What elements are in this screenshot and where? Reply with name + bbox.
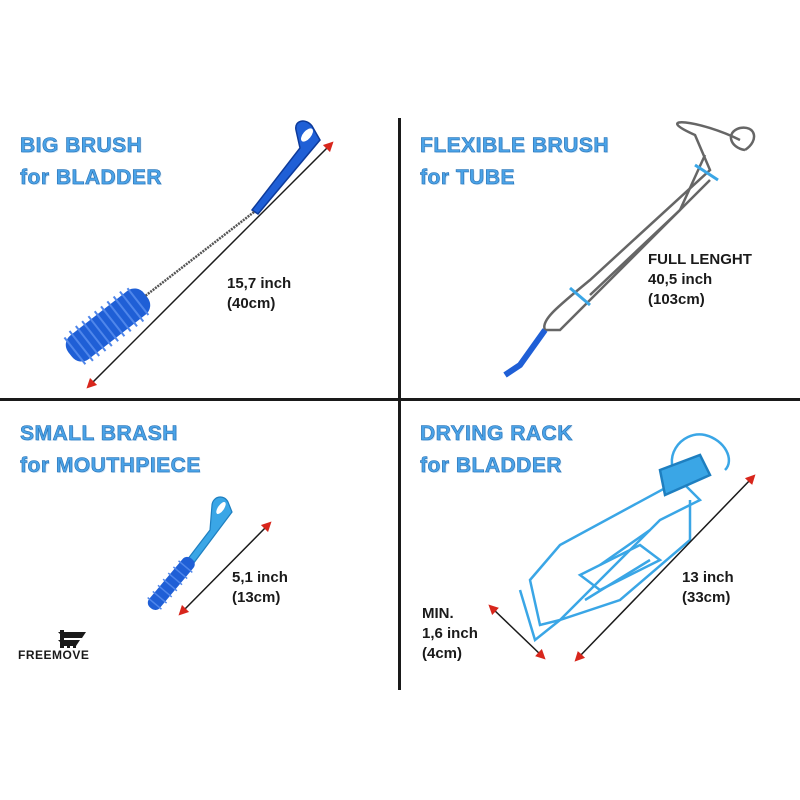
- drying-rack-min-measurement: MIN. 1,6 inch (4cm): [422, 605, 478, 662]
- big-brush-measurement: 15,7 inch (40cm): [227, 275, 292, 312]
- drying-rack-measurement: 13 inch (33cm): [682, 569, 734, 606]
- freemove-logo-icon: [58, 630, 86, 648]
- big-brush-title: BIG BRUSH for BLADDER: [20, 134, 162, 190]
- small-brush-measurement: 5,1 inch (13cm): [232, 569, 288, 606]
- small-brush-length-arrow: [178, 521, 272, 616]
- flexible-brush-measurement: FULL LENGHT 40,5 inch (103cm): [648, 251, 752, 308]
- brand-logo-text: FREEMOVE: [18, 648, 90, 662]
- drying-rack-title: DRYING RACK for BLADDER: [420, 422, 573, 478]
- small-brush-image: [147, 496, 233, 611]
- vertical-divider: [398, 118, 401, 690]
- drying-rack-length-arrow: [574, 474, 756, 662]
- big-brush-length-arrow: [86, 141, 334, 389]
- horizontal-divider: [0, 398, 800, 401]
- drying-rack-min-arrow: [488, 604, 546, 660]
- flexible-brush-image: [503, 121, 756, 378]
- flexible-brush-title: FLEXIBLE BRUSH for TUBE: [420, 134, 610, 190]
- small-brush-title: SMALL BRASH for MOUTHPIECE: [20, 422, 201, 478]
